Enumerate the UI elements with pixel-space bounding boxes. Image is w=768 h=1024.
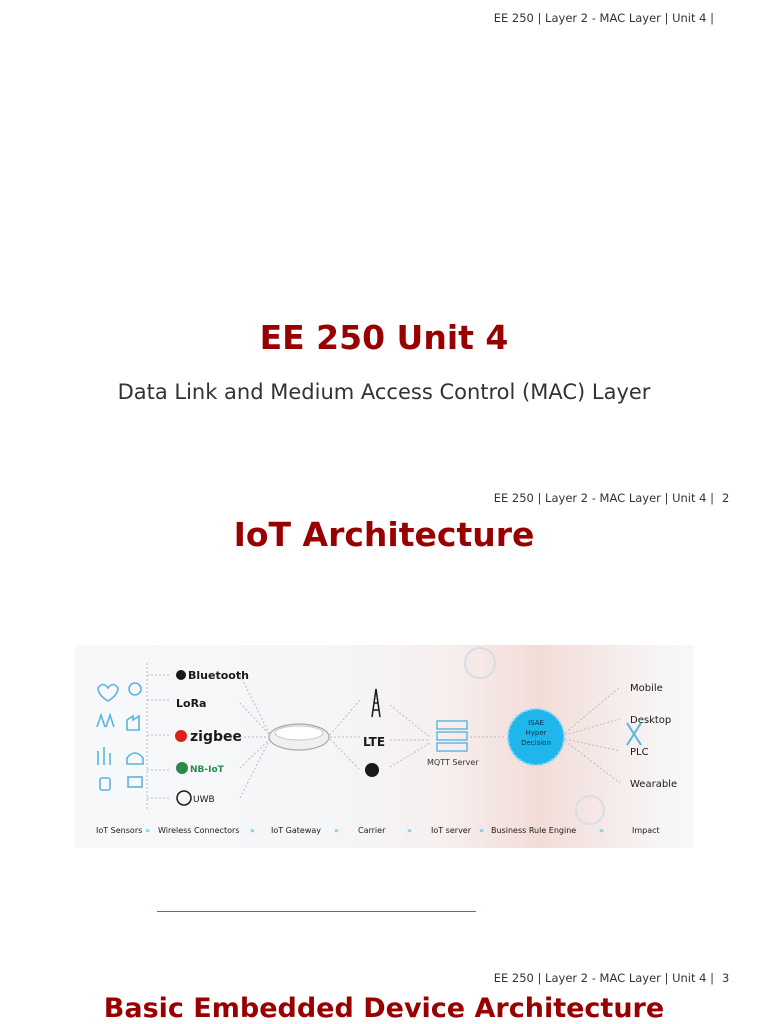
carrier-label: LTE (363, 735, 385, 749)
slide-title: Basic Embedded Device Architecture (103, 993, 665, 1024)
page-header: EE 250 | Layer 2 - MAC Layer | Unit 4 | 2 (494, 491, 732, 505)
impact-label: Mobile (630, 683, 663, 694)
header-text: EE 250 | Layer 2 - MAC Layer | Unit 4 | (493, 971, 714, 985)
connector-label: UWB (193, 795, 215, 805)
connector-label: NB-IoT (190, 765, 225, 775)
impact-label: Wearable (630, 779, 677, 790)
stage-label: Business Rule Engine (491, 826, 576, 835)
stage-label: IoT Sensors (96, 826, 142, 835)
page-number: 2 (722, 491, 730, 505)
stage-bar: IoT Sensors » Wireless Connectors » IoT … (96, 826, 660, 835)
bulb-icon (128, 682, 142, 696)
sensor-icons (96, 682, 144, 791)
stage-label: Wireless Connectors (158, 826, 239, 835)
connector-label: Bluetooth (188, 669, 249, 682)
chevron-icon: » (250, 826, 255, 835)
impact-links (564, 686, 621, 784)
decision-badge (507, 708, 565, 766)
page-header: EE 250 | Layer 2 - MAC Layer | Unit 4 | 3 (494, 971, 732, 985)
server-icon (436, 720, 468, 752)
diagram-canvas: Bluetooth LoRa zigbee NB-IoT UWB (96, 647, 677, 835)
tools-icon (626, 722, 642, 746)
gateway-links (239, 674, 271, 799)
connector-label: zigbee (190, 729, 242, 745)
slide-subtitle: Data Link and Medium Access Control (MAC… (117, 380, 651, 404)
chevron-icon: » (479, 826, 484, 835)
link-underline[interactable] (157, 911, 476, 912)
server-links (389, 704, 431, 768)
chevron-icon: » (599, 826, 604, 835)
uwb-icon (176, 790, 192, 806)
tree-icon (96, 712, 115, 728)
stage-label: Impact (632, 826, 660, 835)
stage-label: IoT server (431, 826, 472, 835)
car-icon (126, 752, 144, 765)
truck-icon (127, 776, 143, 788)
chevron-icon: » (334, 826, 339, 835)
gauge-bg-icon (464, 647, 496, 679)
decision-text: Decision (521, 739, 551, 747)
nbiot-icon (176, 762, 188, 774)
chevron-icon: » (145, 826, 150, 835)
lock-icon (99, 777, 111, 791)
stage-label: IoT Gateway (271, 826, 321, 835)
stage-label: Carrier (358, 826, 386, 835)
server-label: MQTT Server (427, 758, 479, 767)
header-text: EE 250 | Layer 2 - MAC Layer | Unit 4 | (493, 491, 714, 505)
page-header: EE 250 | Layer 2 - MAC Layer | Unit 4 | (494, 11, 732, 25)
carrier-icons: LTE (363, 688, 385, 777)
heart-icon (97, 683, 119, 702)
tower-icon (371, 688, 381, 718)
wifi-icon (365, 763, 379, 777)
bluetooth-icon (176, 670, 186, 680)
signal-bg-icon (575, 795, 605, 825)
carrier-links (329, 699, 361, 771)
zigbee-icon (175, 730, 187, 742)
slide-title: EE 250 Unit 4 (259, 318, 509, 357)
iot-architecture-diagram: Bluetooth LoRa zigbee NB-IoT UWB (75, 645, 694, 848)
factory-icon (126, 714, 140, 731)
bottle-icon (97, 747, 111, 765)
connector-logos: Bluetooth LoRa zigbee NB-IoT UWB (175, 669, 249, 806)
decision-text: ISAE (528, 719, 544, 727)
chevron-icon: » (407, 826, 412, 835)
page-number: 3 (722, 971, 730, 985)
header-text: EE 250 | Layer 2 - MAC Layer | Unit 4 | (493, 11, 714, 25)
sensor-bracket (146, 663, 170, 810)
connector-label: LoRa (176, 697, 206, 710)
impact-label: Desktop (630, 715, 671, 726)
decision-text: Hyper (525, 729, 546, 737)
slide-title: IoT Architecture (233, 515, 535, 554)
impact-label: PLC (630, 747, 649, 758)
